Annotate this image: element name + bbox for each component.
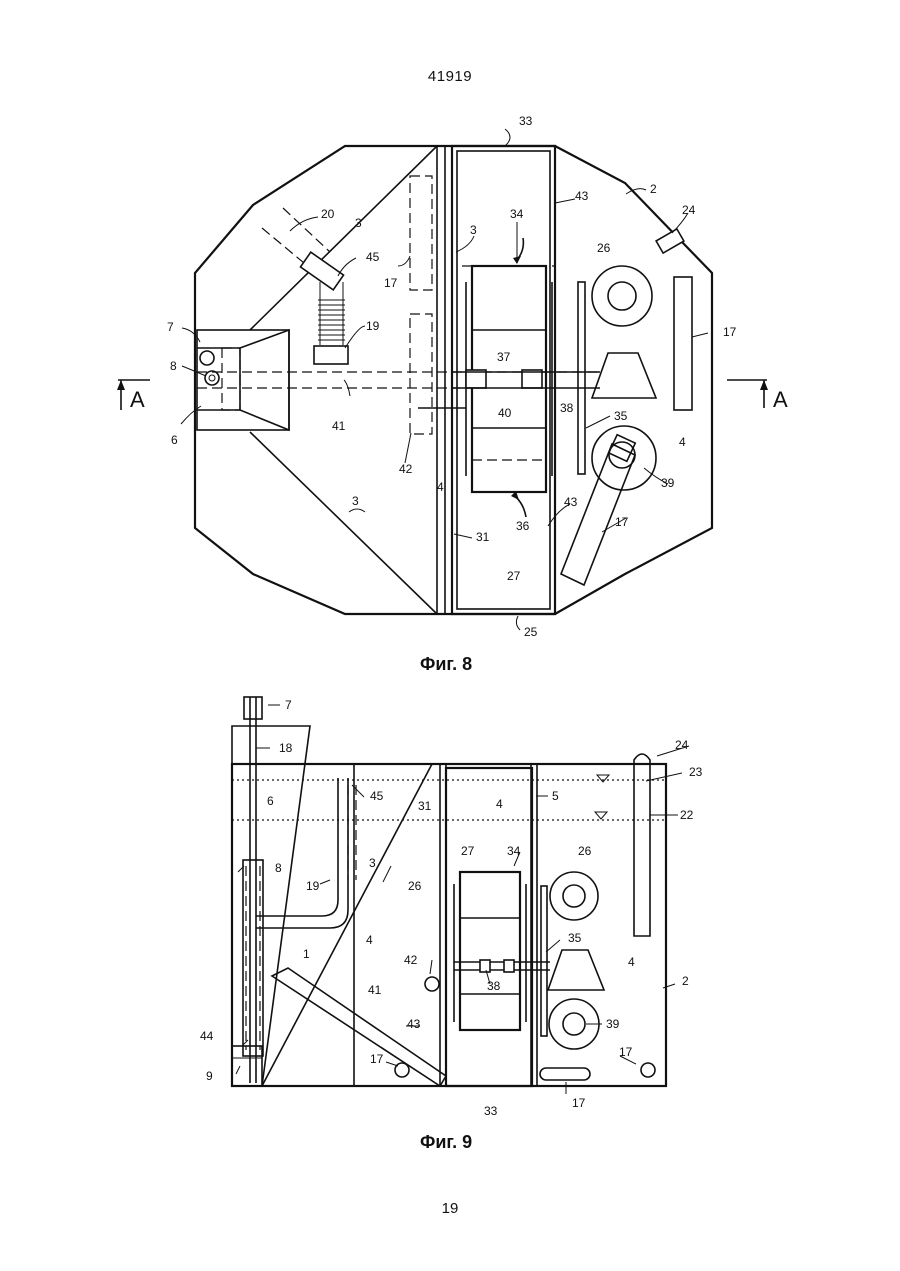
label-38: 38 <box>487 979 501 993</box>
pipe-24 <box>634 754 650 936</box>
diagonal-wall-3 <box>262 764 432 1086</box>
label-33: 33 <box>484 1104 498 1118</box>
label-35: 35 <box>568 931 582 945</box>
label-2: 2 <box>682 974 689 988</box>
label-17: 17 <box>619 1045 633 1059</box>
label-22: 22 <box>680 808 694 822</box>
figure-9-drawing: 7 18 24 23 6 45 31 4 5 22 8 3 27 34 26 1… <box>0 0 900 1160</box>
label-17: 17 <box>370 1052 384 1066</box>
label-34: 34 <box>507 844 521 858</box>
label-4: 4 <box>366 933 373 947</box>
level-marker-upper <box>597 775 609 782</box>
label-24: 24 <box>675 738 689 752</box>
label-31: 31 <box>418 799 432 813</box>
label-3: 3 <box>369 856 376 870</box>
label-18: 18 <box>279 741 293 755</box>
label-23: 23 <box>689 765 703 779</box>
label-4: 4 <box>496 797 503 811</box>
label-27: 27 <box>461 844 475 858</box>
label-26: 26 <box>578 844 592 858</box>
label-43: 43 <box>407 1017 421 1031</box>
page-number: 19 <box>0 1200 900 1217</box>
port-42 <box>425 977 439 991</box>
block-44 <box>232 1046 262 1086</box>
port-17 <box>395 1063 409 1077</box>
label-9: 9 <box>206 1069 213 1083</box>
label-6: 6 <box>267 794 274 808</box>
rotor-34 <box>460 872 520 1030</box>
label-39: 39 <box>606 1017 620 1031</box>
inlet-cap-7 <box>244 697 262 719</box>
label-19: 19 <box>306 879 320 893</box>
figure-9-caption: Фиг. 9 <box>420 1132 472 1152</box>
level-marker-lower <box>595 812 607 819</box>
label-5: 5 <box>552 789 559 803</box>
label-42: 42 <box>404 953 418 967</box>
plate-35 <box>541 886 547 1036</box>
pipe-17 <box>540 1068 590 1080</box>
label-8: 8 <box>275 861 282 875</box>
label-45: 45 <box>370 789 384 803</box>
label-44: 44 <box>200 1029 214 1043</box>
trapezoid-block <box>548 950 604 990</box>
label-7: 7 <box>285 698 292 712</box>
label-17: 17 <box>572 1096 586 1110</box>
label-1: 1 <box>303 947 310 961</box>
label-26: 26 <box>408 879 422 893</box>
roller-26 <box>550 872 598 920</box>
label-41: 41 <box>368 983 382 997</box>
label-4: 4 <box>628 955 635 969</box>
port-17 <box>641 1063 655 1077</box>
